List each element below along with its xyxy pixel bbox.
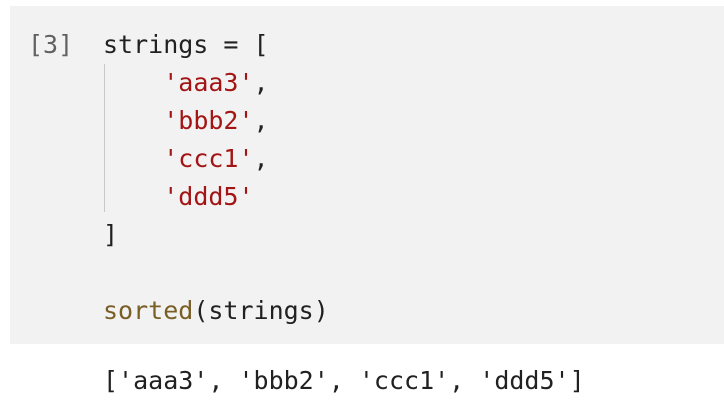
code-line-8: sorted(strings) <box>103 292 329 330</box>
execution-count: [3] <box>28 30 74 59</box>
call-arguments: (strings) <box>193 296 329 325</box>
string-literal: 'ddd5' <box>163 182 254 211</box>
code-line-6: ] <box>103 216 329 254</box>
function-name: sorted <box>103 296 194 325</box>
assignment-operator: = <box>208 30 254 59</box>
open-bracket: [ <box>253 30 269 59</box>
indent-guide <box>104 64 105 212</box>
variable-name: strings <box>103 30 209 59</box>
code-line-1: strings = [ <box>103 26 329 64</box>
code-cell-input[interactable] <box>10 6 724 344</box>
string-literal: 'bbb2' <box>163 106 254 135</box>
comma: , <box>253 106 269 135</box>
code-editor[interactable]: strings = [ 'aaa3', 'bbb2', 'ccc1', 'ddd… <box>103 26 329 330</box>
comma: , <box>253 144 269 173</box>
string-literal: 'ccc1' <box>163 144 254 173</box>
code-line-5: 'ddd5' <box>103 178 329 216</box>
close-bracket: ] <box>103 220 119 249</box>
cell-output: ['aaa3', 'bbb2', 'ccc1', 'ddd5'] <box>103 366 585 395</box>
string-literal: 'aaa3' <box>163 68 254 97</box>
code-line-3: 'bbb2', <box>103 102 329 140</box>
code-line-blank <box>103 254 329 292</box>
code-line-4: 'ccc1', <box>103 140 329 178</box>
code-line-2: 'aaa3', <box>103 64 329 102</box>
comma: , <box>253 68 269 97</box>
